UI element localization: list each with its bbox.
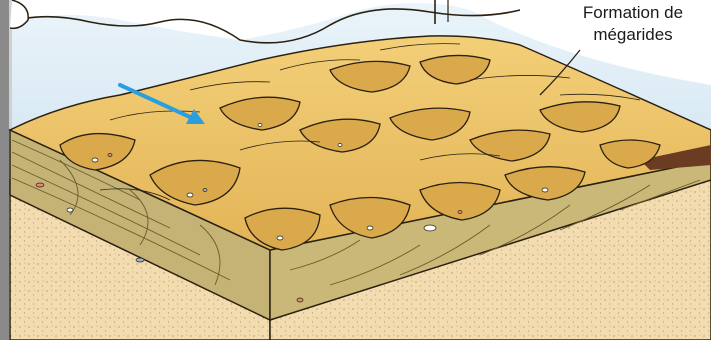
- callout-line-1: Formation de: [563, 2, 703, 24]
- megaripple-callout-label: Formation de mégarides: [563, 2, 703, 46]
- left-frame-bar: [0, 0, 9, 340]
- callout-line-2: mégarides: [563, 24, 703, 46]
